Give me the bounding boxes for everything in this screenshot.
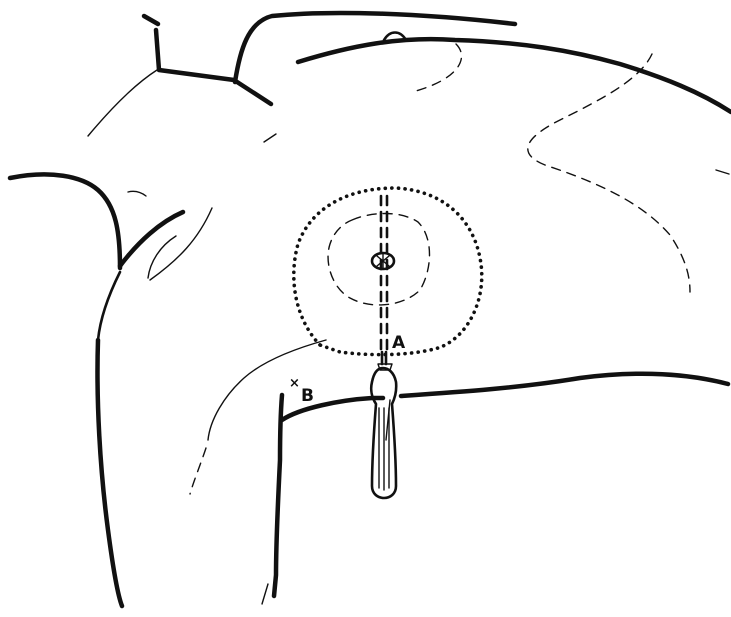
label-a: A <box>392 333 406 353</box>
dashed-contour-right <box>528 54 729 292</box>
lesion-target-icon <box>372 253 394 269</box>
needle-track <box>381 196 387 352</box>
syringe-icon <box>371 352 396 498</box>
jaw-outline <box>298 33 731 113</box>
label-b: B <box>301 386 314 406</box>
inner-dashed-boundary <box>328 214 429 305</box>
arm-torso-outline <box>97 340 728 606</box>
marker-b-cross: × <box>289 376 300 391</box>
shoulder-outline <box>10 174 212 340</box>
neck-head-outline <box>88 13 515 142</box>
